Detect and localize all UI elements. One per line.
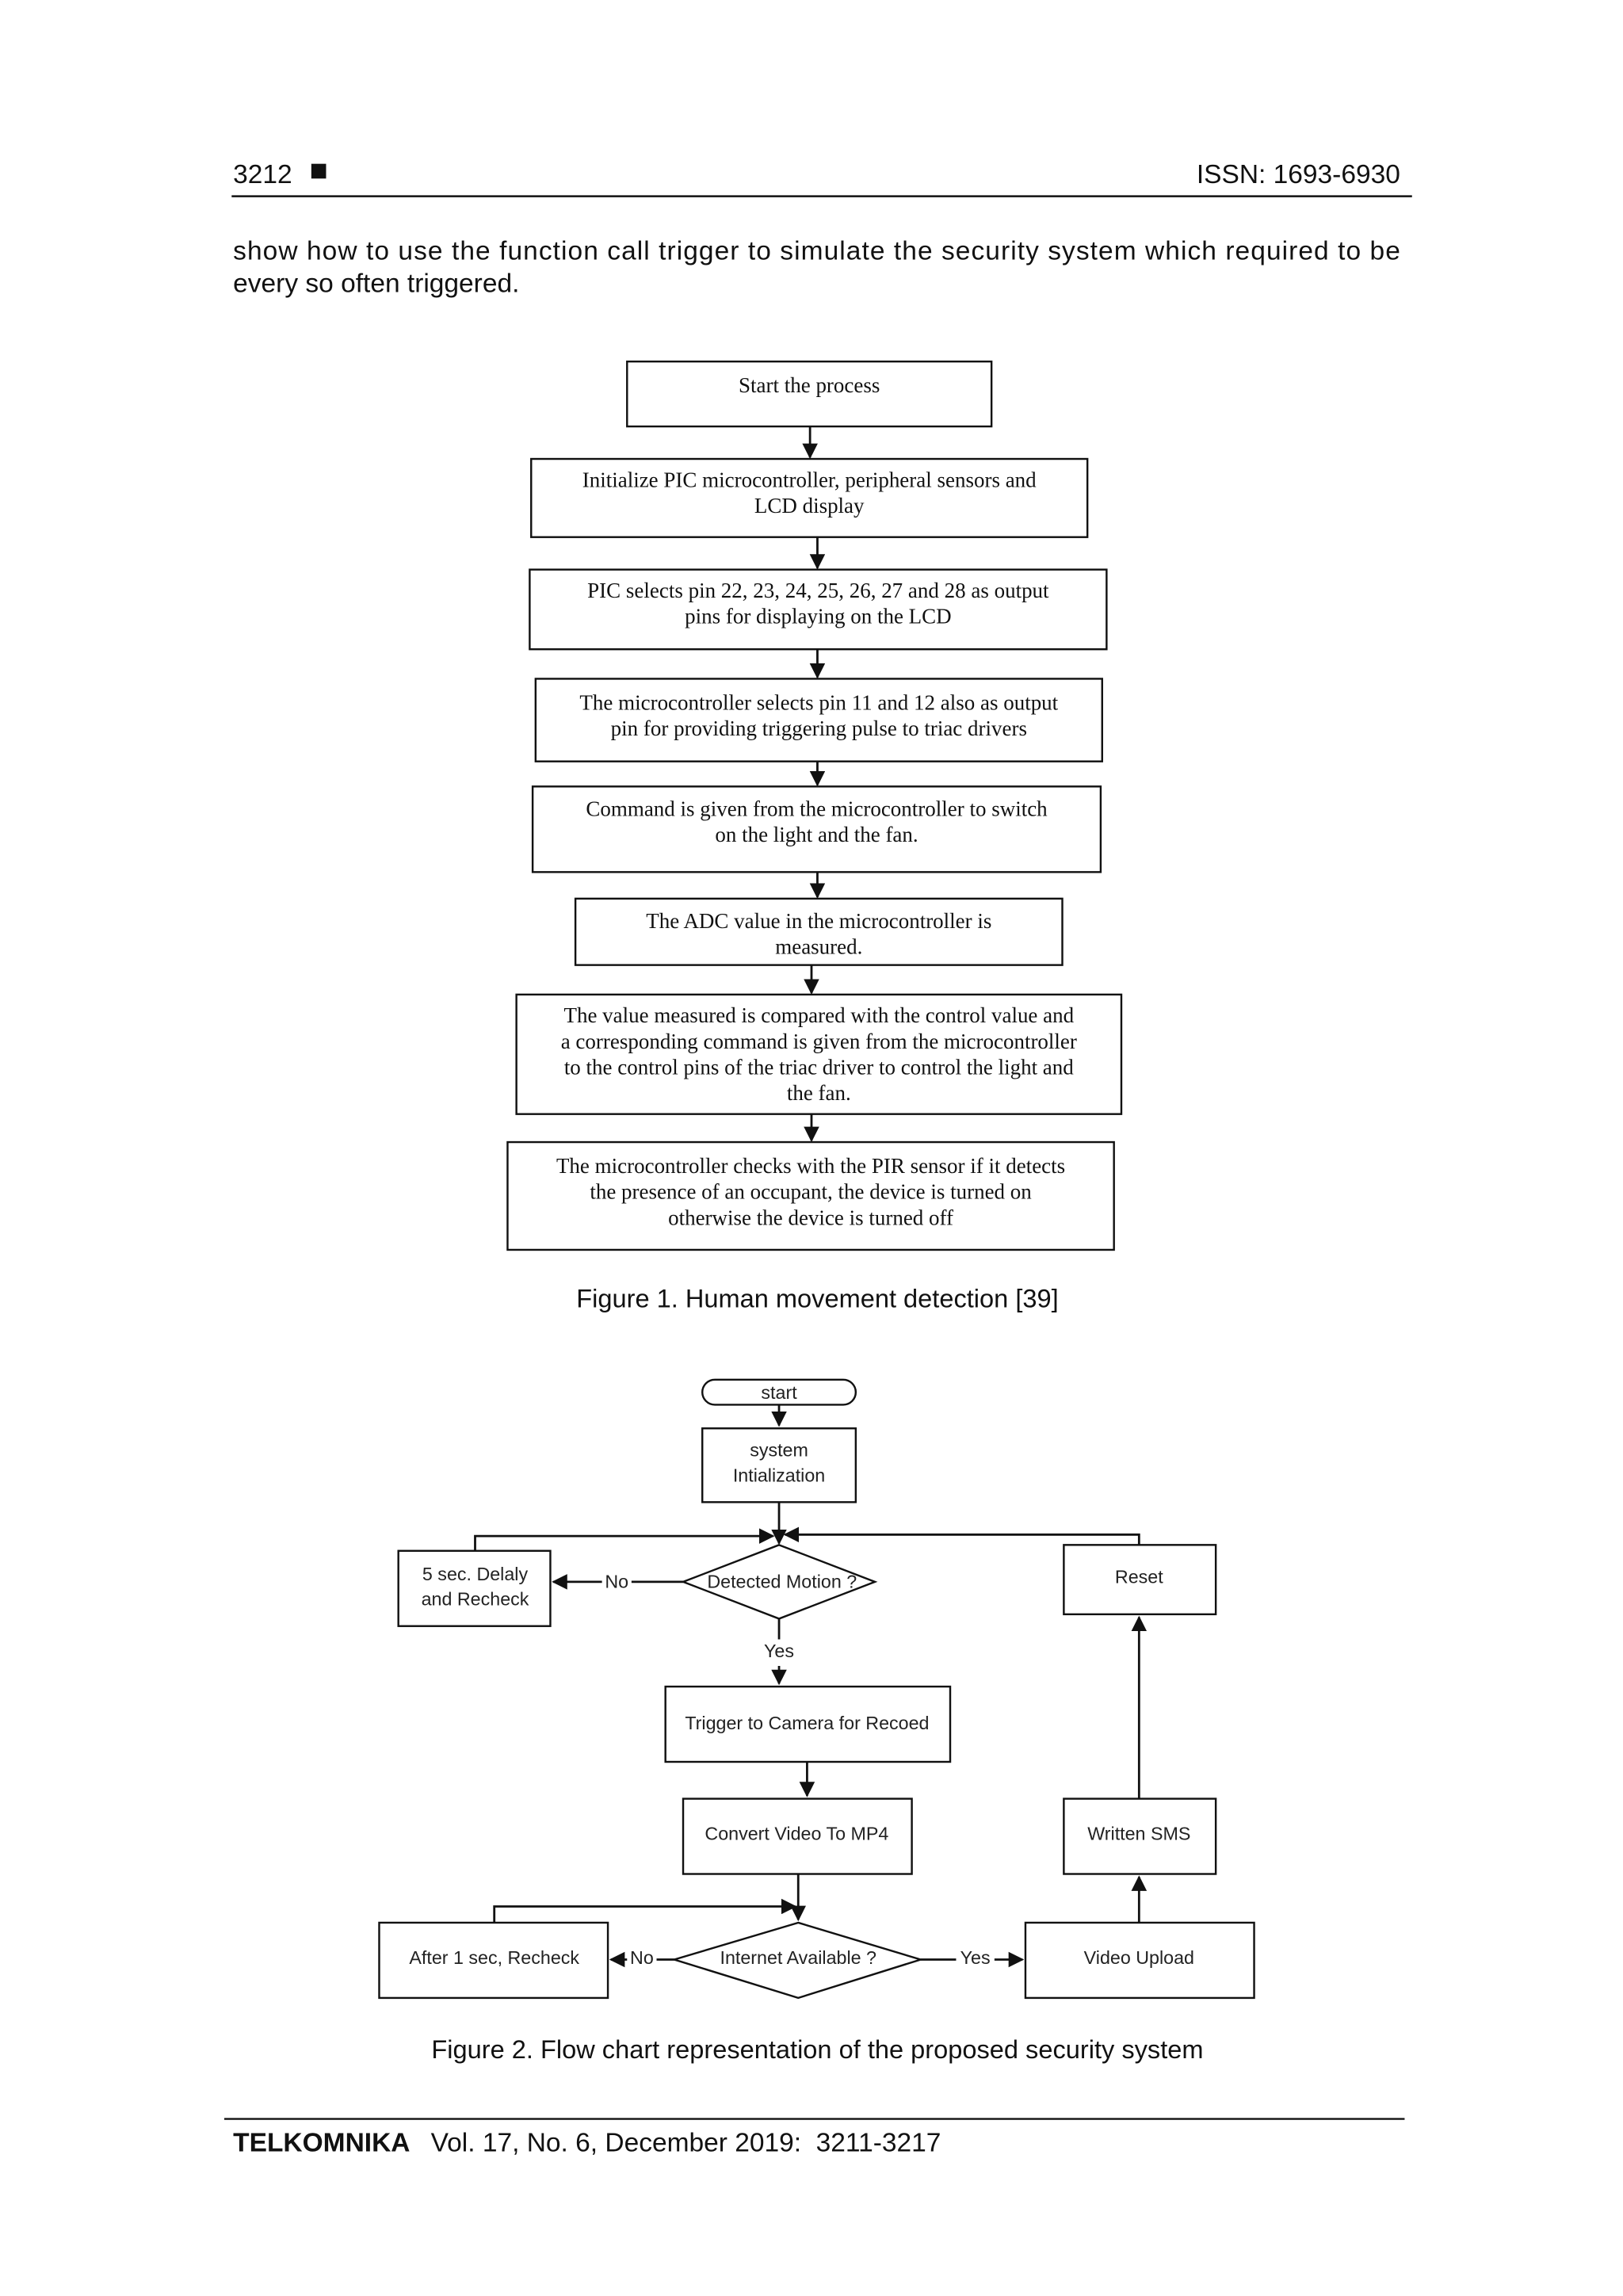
fig1-step-text: to the control pins of the triac driver … (564, 1055, 1074, 1079)
fig1-step-text: a corresponding command is given from th… (561, 1030, 1077, 1053)
loop-from-reset (783, 1526, 1140, 1545)
fig1-step-text: measured. (775, 935, 862, 959)
page-number: 3212 (233, 160, 292, 189)
issn: ISSN: 1693-6930 (1197, 160, 1400, 189)
fig1-step-text: The value measured is compared with the … (563, 1003, 1074, 1027)
fig1-step-text: Initialize PIC microcontroller, peripher… (582, 468, 1037, 491)
delay-box (397, 1549, 552, 1627)
fig1-step-text: the presence of an occupant, the device … (590, 1180, 1032, 1204)
reset-label: Reset (1115, 1567, 1163, 1587)
fig1-step-box (530, 457, 1089, 538)
fig1-step-text: The ADC value in the microcontroller is (646, 909, 991, 933)
fig1-step-text: The microcontroller selects pin 11 and 1… (579, 691, 1058, 715)
delay-label-2: and Recheck (422, 1589, 529, 1610)
init-label-2: Intialization (733, 1465, 825, 1485)
footer-journal: TELKOMNIKA (233, 2129, 410, 2158)
fig1-step-box (531, 785, 1102, 873)
fig1-step-text: on the light and the fan. (715, 823, 918, 846)
init-label-1: system (750, 1440, 808, 1461)
body-text-line-1: show how to use the function call trigge… (233, 237, 1400, 266)
convert-box (682, 1797, 913, 1875)
convert-label: Convert Video To MP4 (705, 1824, 888, 1844)
trigger-box (664, 1685, 952, 1763)
sms-label: Written SMS (1087, 1824, 1190, 1844)
fig1-step-text: Start the process (739, 373, 880, 397)
after-box (378, 1921, 609, 2000)
figure-2-flowchart: start system Intialization Detected Moti… (378, 1378, 1255, 2000)
no-label-2: No (630, 1947, 654, 1968)
fig1-step-text: PIC selects pin 22, 23, 24, 25, 26, 27 a… (587, 579, 1049, 602)
fig1-step-box (529, 568, 1108, 651)
trigger-label: Trigger to Camera for Recoed (685, 1713, 929, 1733)
loop-from-delay (474, 1528, 775, 1551)
detected-motion-label: Detected Motion ? (707, 1571, 857, 1591)
internet-decision (670, 1921, 924, 2000)
yes-label-1: Yes (764, 1641, 794, 1661)
figure-1-caption: Figure 1. Human movement detection [39] (576, 1285, 1058, 1313)
upload-label: Video Upload (1084, 1947, 1194, 1968)
init-box (701, 1427, 857, 1503)
fig1-step-text: the fan. (787, 1081, 851, 1105)
sms-box (1063, 1797, 1217, 1875)
fig1-step-text: pin for providing triggering pulse to tr… (611, 716, 1027, 740)
figure-2-caption: Figure 2. Flow chart representation of t… (431, 2035, 1203, 2064)
after-label: After 1 sec, Recheck (409, 1947, 579, 1968)
fig1-step-text: pins for displaying on the LCD (685, 605, 952, 628)
no-label-1: No (605, 1571, 628, 1591)
fig1-step-box (506, 1140, 1115, 1251)
reset-box (1063, 1544, 1217, 1616)
loop-from-after (493, 1898, 797, 1923)
footer-citation: Vol. 17, No. 6, December 2019: 3211-3217 (431, 2129, 941, 2158)
fig1-step-box (515, 993, 1123, 1115)
start-label: start (761, 1382, 797, 1403)
fig1-step-text: The microcontroller checks with the PIR … (556, 1154, 1065, 1178)
fig1-step-text: LCD display (754, 494, 865, 518)
delay-label-1: 5 sec. Delaly (422, 1564, 529, 1584)
header-square-icon (311, 163, 327, 179)
fig1-step-box (534, 678, 1103, 762)
fig1-step-box (574, 897, 1064, 966)
fig1-step-text: Command is given from the microcontrolle… (586, 797, 1048, 821)
body-text-line-2: every so often triggered. (233, 269, 519, 299)
yes-label-2: Yes (960, 1947, 991, 1968)
fig1-step-text: otherwise the device is turned off (668, 1205, 953, 1229)
internet-label: Internet Available ? (720, 1947, 877, 1968)
